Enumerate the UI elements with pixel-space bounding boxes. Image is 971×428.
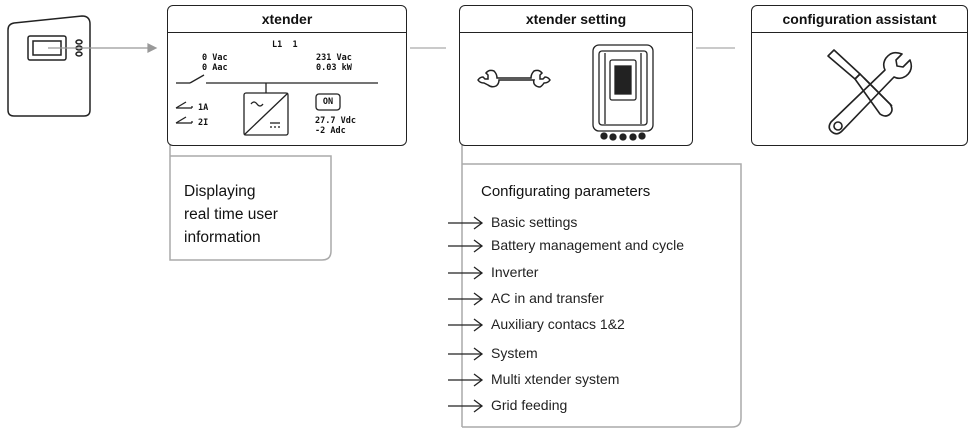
parameter-item-system: System [491, 345, 538, 361]
tools-icon [827, 49, 913, 135]
xtender-panel-title: xtender [168, 6, 406, 33]
remote-control-device [7, 15, 91, 117]
xtender-setting-panel: xtender setting [459, 5, 693, 146]
callout-line-3: information [184, 229, 261, 246]
output-readout-voltage: 231 Vac [316, 53, 352, 63]
configuration-assistant-panel: configuration assistant [751, 5, 968, 146]
relay-2-label: 2I [198, 118, 209, 128]
battery-readout-current: -2 Adc [315, 126, 346, 136]
parameter-arrows [448, 216, 484, 413]
input-readout-current: 0 Aac [202, 63, 228, 73]
parameter-item-multi-xtender: Multi xtender system [491, 371, 620, 387]
relay-1-label: 1A [198, 103, 209, 113]
configuration-assistant-panel-title: configuration assistant [752, 6, 967, 33]
callout-realtime-frame [169, 145, 332, 261]
parameter-item-grid-feeding: Grid feeding [491, 397, 568, 413]
input-readout-voltage: 0 Vac [202, 53, 228, 63]
relay-1-icon [175, 101, 193, 109]
callout-line-2: real time user [184, 206, 278, 223]
parameter-item-auxiliary: Auxiliary contacs 1&2 [491, 316, 625, 332]
line-label: L1 1 [272, 40, 298, 50]
battery-readout-voltage: 27.7 Vdc [315, 116, 356, 126]
parameter-item-basic-settings: Basic settings [491, 214, 578, 230]
callout-line-1: Displaying [184, 183, 256, 200]
xtender-setting-panel-title: xtender setting [460, 6, 692, 33]
xtender-panel: xtender L1 1 0 Vac 0 Aac 231 Vac 0.03 kW… [167, 5, 407, 146]
relay-2-icon [175, 116, 193, 124]
on-button[interactable]: ON [322, 97, 334, 107]
xtender-device-icon [592, 44, 654, 141]
parameters-title: Configurating parameters [481, 183, 651, 200]
callout-realtime-text: Displaying real time user information [184, 180, 324, 249]
setting-illustrations [477, 44, 654, 141]
parameters-list: Basic settings Battery management and cy… [491, 0, 736, 428]
device-to-xtender-arrow [48, 43, 158, 53]
parameter-item-ac-in: AC in and transfer [491, 290, 604, 306]
parameter-item-battery: Battery management and cycle [491, 237, 684, 253]
wrench-icon [477, 69, 551, 88]
parameter-item-inverter: Inverter [491, 264, 539, 280]
output-readout-power: 0.03 kW [316, 63, 352, 73]
xtender-schematic [175, 74, 378, 136]
